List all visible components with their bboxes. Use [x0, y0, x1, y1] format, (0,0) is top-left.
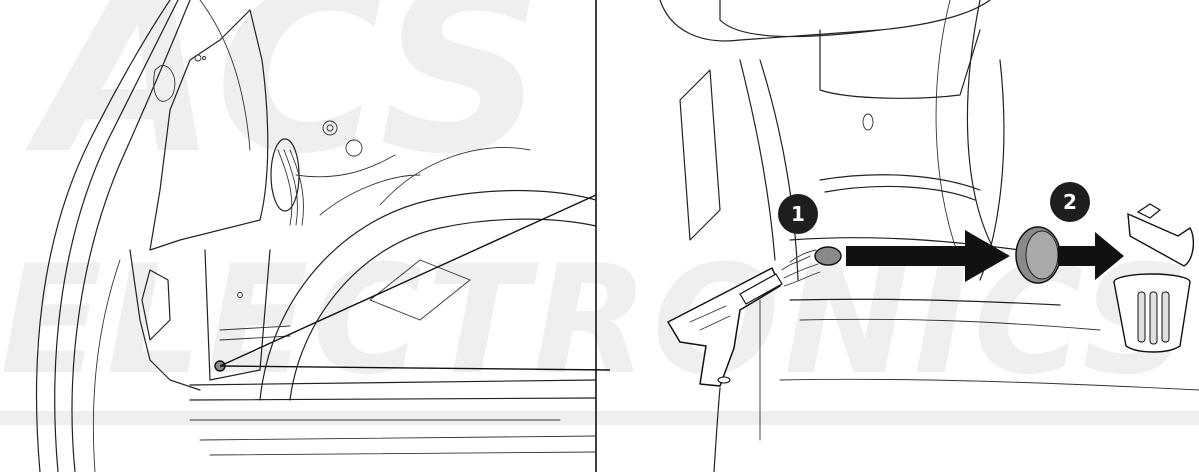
step-1-number: 1 — [791, 202, 805, 226]
step-2-number: 2 — [1063, 190, 1077, 214]
step-badge-1: 1 — [778, 194, 818, 234]
watermark: ACS ELECTRONICS — [0, 0, 1199, 418]
zoom-panel-upper-cutout — [820, 30, 980, 98]
zoom-panel-side-slot — [680, 70, 720, 240]
watermark-brand-text: ELECTRONICS — [0, 234, 1194, 408]
trash-can-icon — [1114, 204, 1193, 352]
rubber-plug — [815, 247, 841, 265]
step-badge-2: 2 — [1050, 182, 1090, 222]
removed-plug-icon — [1016, 227, 1060, 283]
